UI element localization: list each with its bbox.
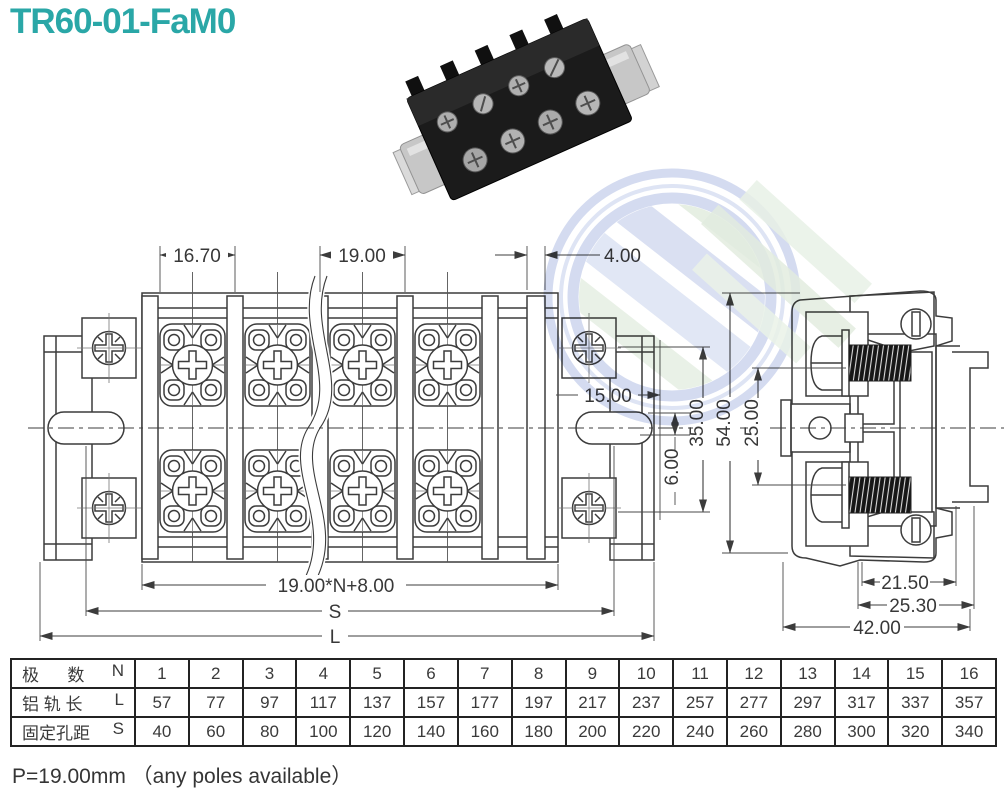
table-cell: 14	[833, 658, 890, 689]
table-cell: 197	[510, 687, 567, 718]
table-cell: 140	[403, 716, 459, 747]
pitch-note: P=19.00mm （any poles available）	[12, 765, 353, 788]
table-cell: 340	[941, 716, 997, 747]
mount-screw-plate	[76, 312, 142, 384]
table-cell: 240	[672, 716, 728, 747]
table-cell: 10	[618, 658, 675, 689]
mount-screw-plate	[76, 472, 142, 544]
dim-16-70: 16.70	[173, 246, 221, 267]
table-cell: 7	[456, 658, 513, 689]
dim-19-00: 19.00	[338, 246, 386, 267]
table-cell: 180	[510, 716, 567, 747]
table-cell: 97	[241, 687, 298, 718]
table-cell: 257	[672, 687, 728, 718]
screw-thread-top	[848, 344, 912, 382]
table-cell: 5	[349, 658, 406, 689]
mount-screw-plate	[556, 472, 622, 544]
table-cell: 317	[833, 687, 890, 718]
table-cell: 1	[134, 658, 190, 689]
product-photo	[392, 14, 660, 201]
table-cell: 297	[779, 687, 836, 718]
technical-drawing: 16.70 19.00 4.00 15.00 6.00 35.00 5	[28, 14, 1004, 648]
table-cell: 120	[349, 716, 406, 747]
table-cell: 337	[887, 687, 944, 718]
din-rail-profile	[952, 351, 989, 503]
page-title: TR60-01-FaM0	[10, 2, 236, 41]
table-cell: 6	[403, 658, 459, 689]
table-cell: 15	[887, 658, 944, 689]
dim-S: S	[329, 602, 342, 623]
table-cell: 280	[779, 716, 836, 747]
table-cell: 12	[725, 658, 782, 689]
photo-screws	[436, 57, 601, 173]
table-cell: 137	[349, 687, 406, 718]
table-cell: 3	[241, 658, 298, 689]
dim-6-00: 6.00	[662, 449, 683, 486]
dim-42-00: 42.00	[853, 618, 901, 639]
dim-25-30: 25.30	[889, 596, 937, 617]
table-cell: 13	[779, 658, 836, 689]
table-cell: 177	[456, 687, 513, 718]
dim-25-00: 25.00	[742, 399, 763, 447]
dim-formula: 19.00*N+8.00	[278, 576, 395, 597]
watermark-stripes	[692, 180, 872, 364]
table-cell: 4	[295, 658, 352, 689]
table-cell: 16	[941, 658, 997, 689]
table-cell: 320	[887, 716, 944, 747]
table-cell: 357	[941, 687, 997, 718]
table-cell: 160	[456, 716, 513, 747]
table-cell: 217	[564, 687, 621, 718]
table-cell: 9	[564, 658, 621, 689]
table-cell: 40	[134, 716, 190, 747]
table-cell: 300	[833, 716, 890, 747]
table-cell: 77	[187, 687, 244, 718]
table-cell: 220	[618, 716, 675, 747]
table-cell: 117	[295, 687, 352, 718]
sed-logo-watermark	[543, 168, 872, 426]
table-cell: 260	[725, 716, 782, 747]
table-cell: 60	[187, 716, 244, 747]
table-cell: 57	[134, 687, 190, 718]
table-cell: 277	[725, 687, 782, 718]
table-cell: 157	[403, 687, 459, 718]
table-cell: 200	[564, 716, 621, 747]
dim-35-00: 35.00	[687, 399, 708, 447]
dim-L: L	[330, 627, 341, 648]
side-view-drawing	[740, 290, 1004, 567]
table-cell: 2	[187, 658, 244, 689]
table-cell: 100	[295, 716, 352, 747]
dim-21-50: 21.50	[881, 573, 929, 594]
front-view-drawing	[28, 272, 700, 584]
table-cell: 11	[672, 658, 728, 689]
screw-thread-bottom	[848, 476, 912, 514]
table-cell: 237	[618, 687, 675, 718]
table-cell: 80	[241, 716, 298, 747]
table-cell: 8	[510, 658, 567, 689]
